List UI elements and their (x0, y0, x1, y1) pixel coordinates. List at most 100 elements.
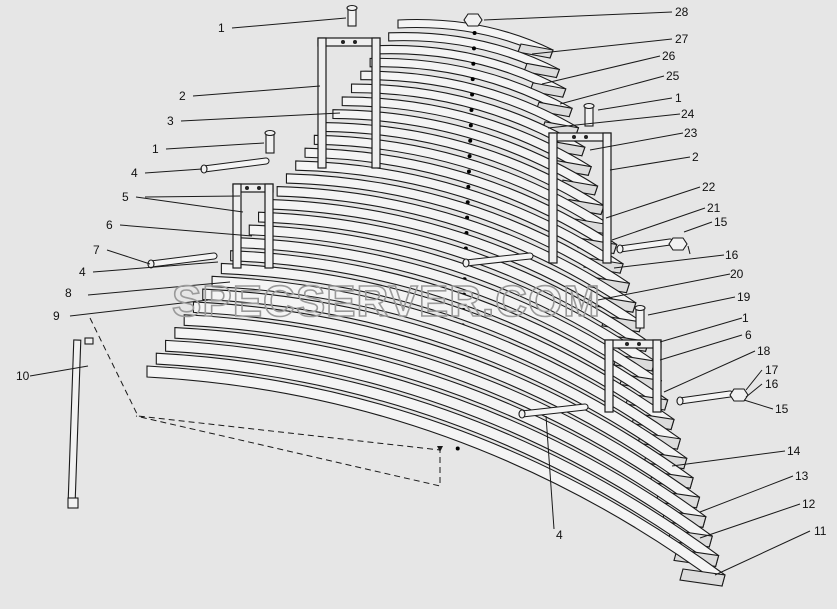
lower-left-clamp-rivet (257, 186, 261, 190)
leader-line (144, 168, 203, 174)
hex-nut (729, 388, 749, 402)
callout-21: 22 (702, 180, 716, 194)
callout-20: 2 (692, 150, 699, 164)
callout-13: 28 (675, 5, 689, 19)
centre-bolt-head (67, 497, 79, 509)
callout-4: 1 (152, 142, 159, 156)
leader-line (605, 186, 701, 219)
watermark-text: SPECSERVER.COM (172, 277, 601, 326)
leader-line (545, 415, 555, 530)
callout-32: 15 (775, 402, 789, 416)
leader-line (165, 142, 265, 150)
clamp-bolt-body (201, 158, 269, 172)
lower-right-clamp-rivet (637, 342, 641, 346)
leaf-end-face (523, 62, 561, 79)
leaf-centre-hole (466, 184, 471, 189)
leaf-centre-hole (470, 92, 475, 97)
leader-line (659, 317, 743, 343)
callout-15: 26 (662, 49, 676, 63)
upper-left-clamp-left-arm (317, 37, 327, 169)
leaf-centre-hole (469, 107, 474, 112)
centre-nut (463, 13, 483, 27)
upper-left-clamp-right-arm (371, 37, 381, 169)
upper-right-clamp-rivet (572, 135, 576, 139)
upper-left-clamp-rivet (341, 40, 345, 44)
callout-24: 16 (725, 248, 739, 262)
leader-line (541, 55, 661, 85)
callout-31: 16 (765, 377, 779, 391)
centre-bolt-tip (84, 337, 94, 345)
lower-left-clamp-left-arm (232, 183, 242, 269)
leaf-centre-hole (471, 46, 476, 51)
fasteners (67, 4, 749, 509)
rivet-pin-head (346, 4, 358, 12)
leader-line (92, 261, 219, 273)
callout-30: 17 (765, 363, 779, 377)
leader-line (745, 383, 763, 398)
rivet-pin-head (583, 102, 595, 110)
leader-line (597, 273, 731, 301)
callout-29: 18 (757, 344, 771, 358)
leader-line (745, 369, 763, 391)
callout-12: 10 (16, 369, 30, 383)
leader-line (687, 245, 691, 255)
leader-line (180, 112, 341, 122)
leader-line (192, 85, 321, 97)
callout-8: 7 (93, 243, 100, 257)
leaf-centre-hole (468, 123, 473, 128)
leader-line (531, 38, 673, 55)
leaf-end-face (517, 43, 554, 59)
callout-23: 15 (714, 215, 728, 229)
leader-line (135, 196, 244, 213)
upper-right-clamp-top (548, 132, 612, 142)
callout-36: 11 (814, 524, 827, 538)
leader-line (743, 399, 774, 410)
leader-lines (29, 11, 811, 576)
leader-line (144, 195, 241, 198)
clamp-bolt-end (676, 396, 684, 406)
callout-26: 19 (737, 290, 751, 304)
callout-37: 4 (556, 528, 563, 542)
clamp-bolt-end (462, 258, 470, 268)
callout-3: 3 (167, 114, 174, 128)
leaf-centre-hole (472, 31, 477, 35)
upper-right-clamp-rivet (584, 135, 588, 139)
leader-line (609, 156, 691, 171)
leader-line (559, 75, 665, 105)
leader-line (699, 475, 794, 513)
rivet-pin-head (634, 304, 646, 312)
callout-1: 1 (218, 21, 225, 35)
rivet-pin-head (264, 129, 276, 137)
lower-right-clamp-right-arm (652, 339, 662, 413)
leader-line (119, 224, 253, 237)
leader-line (683, 221, 713, 233)
callout-17: 1 (675, 91, 682, 105)
callout-25: 20 (730, 267, 744, 281)
leader-line (647, 296, 736, 316)
leader-line (29, 365, 89, 377)
clamp-bolt-end (147, 259, 155, 269)
assembly-arrow (437, 446, 443, 452)
leader-line (663, 350, 756, 393)
callout-19: 23 (684, 126, 698, 140)
callout-2: 2 (179, 89, 186, 103)
callout-18: 24 (681, 107, 695, 121)
leader-line (699, 503, 801, 539)
lower-left-clamp-rivet (245, 186, 249, 190)
leader-line (659, 334, 743, 361)
leaf-end-face (679, 568, 726, 587)
upper-left-clamp-rivet (353, 40, 357, 44)
callout-16: 25 (666, 69, 680, 83)
lower-right-clamp-rivet (625, 342, 629, 346)
leaf-centre-hole (471, 61, 476, 66)
callout-6: 5 (122, 190, 129, 204)
leader-line (231, 17, 347, 29)
clamp-bolt-body (519, 404, 588, 417)
callout-28: 6 (745, 328, 752, 342)
upper-right-clamp-left-arm (548, 132, 558, 264)
callout-9: 4 (79, 265, 86, 279)
leaf-centre-hole (467, 154, 472, 159)
callout-7: 6 (106, 218, 113, 232)
